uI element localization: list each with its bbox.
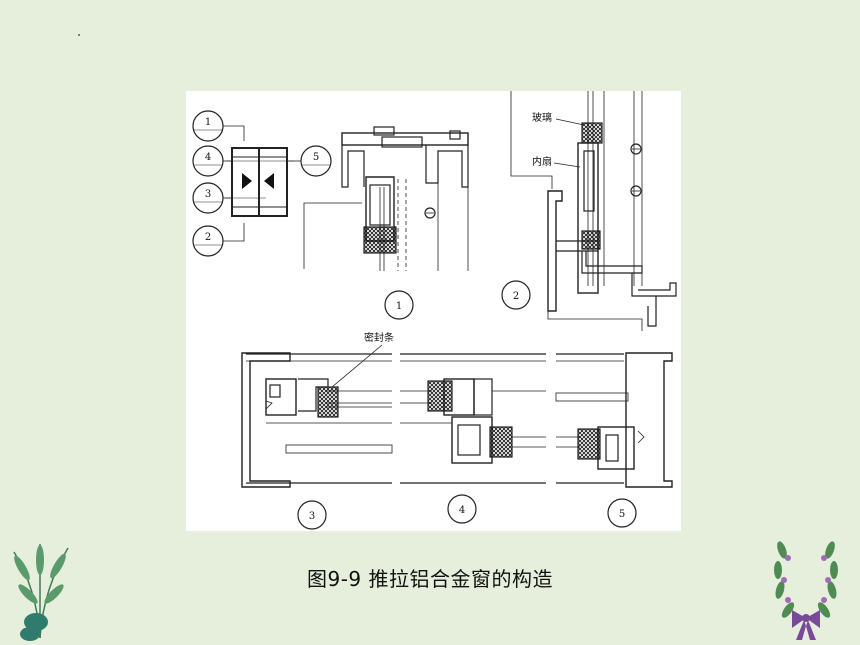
stray-dot (78, 34, 80, 36)
detail-2-marker (501, 280, 531, 310)
detail-5-marker (607, 498, 637, 528)
inner-sash-label: 内扇 (532, 155, 552, 168)
key-plan-number: 1 (205, 117, 211, 128)
construction-drawing: 1 4 3 2 5 1 2 3 4 5 玻璃 内扇 密封条 (192, 91, 677, 530)
bottom-section-drawing (241, 344, 673, 488)
arrow-left-icon (264, 173, 274, 189)
detail-number: 5 (619, 509, 625, 520)
detail-1-marker (384, 290, 414, 320)
detail-number: 4 (459, 505, 465, 516)
detail-1-drawing (303, 126, 469, 271)
window-construction-figure: 1 4 3 2 5 1 2 3 4 5 玻璃 内扇 密封条 (186, 91, 681, 531)
key-plan (192, 110, 332, 257)
key-plan-number: 3 (205, 189, 211, 200)
detail-3-marker (297, 500, 327, 530)
detail-number: 3 (309, 511, 315, 522)
plant-decoration-icon (13, 544, 69, 641)
key-plan-number: 5 (313, 152, 319, 163)
detail-number: 1 (396, 301, 402, 312)
detail-2-drawing (510, 91, 677, 331)
wreath-decoration-icon (774, 541, 838, 640)
detail-number: 2 (513, 291, 519, 302)
glass-label: 玻璃 (532, 111, 552, 124)
key-plan-number: 2 (205, 232, 211, 243)
figure-caption: 图9-9 推拉铝合金窗的构造 (306, 567, 554, 591)
seal-strip-label: 密封条 (364, 331, 394, 344)
arrow-right-icon (242, 173, 252, 189)
detail-4-marker (447, 494, 477, 524)
key-plan-number: 4 (205, 152, 211, 163)
